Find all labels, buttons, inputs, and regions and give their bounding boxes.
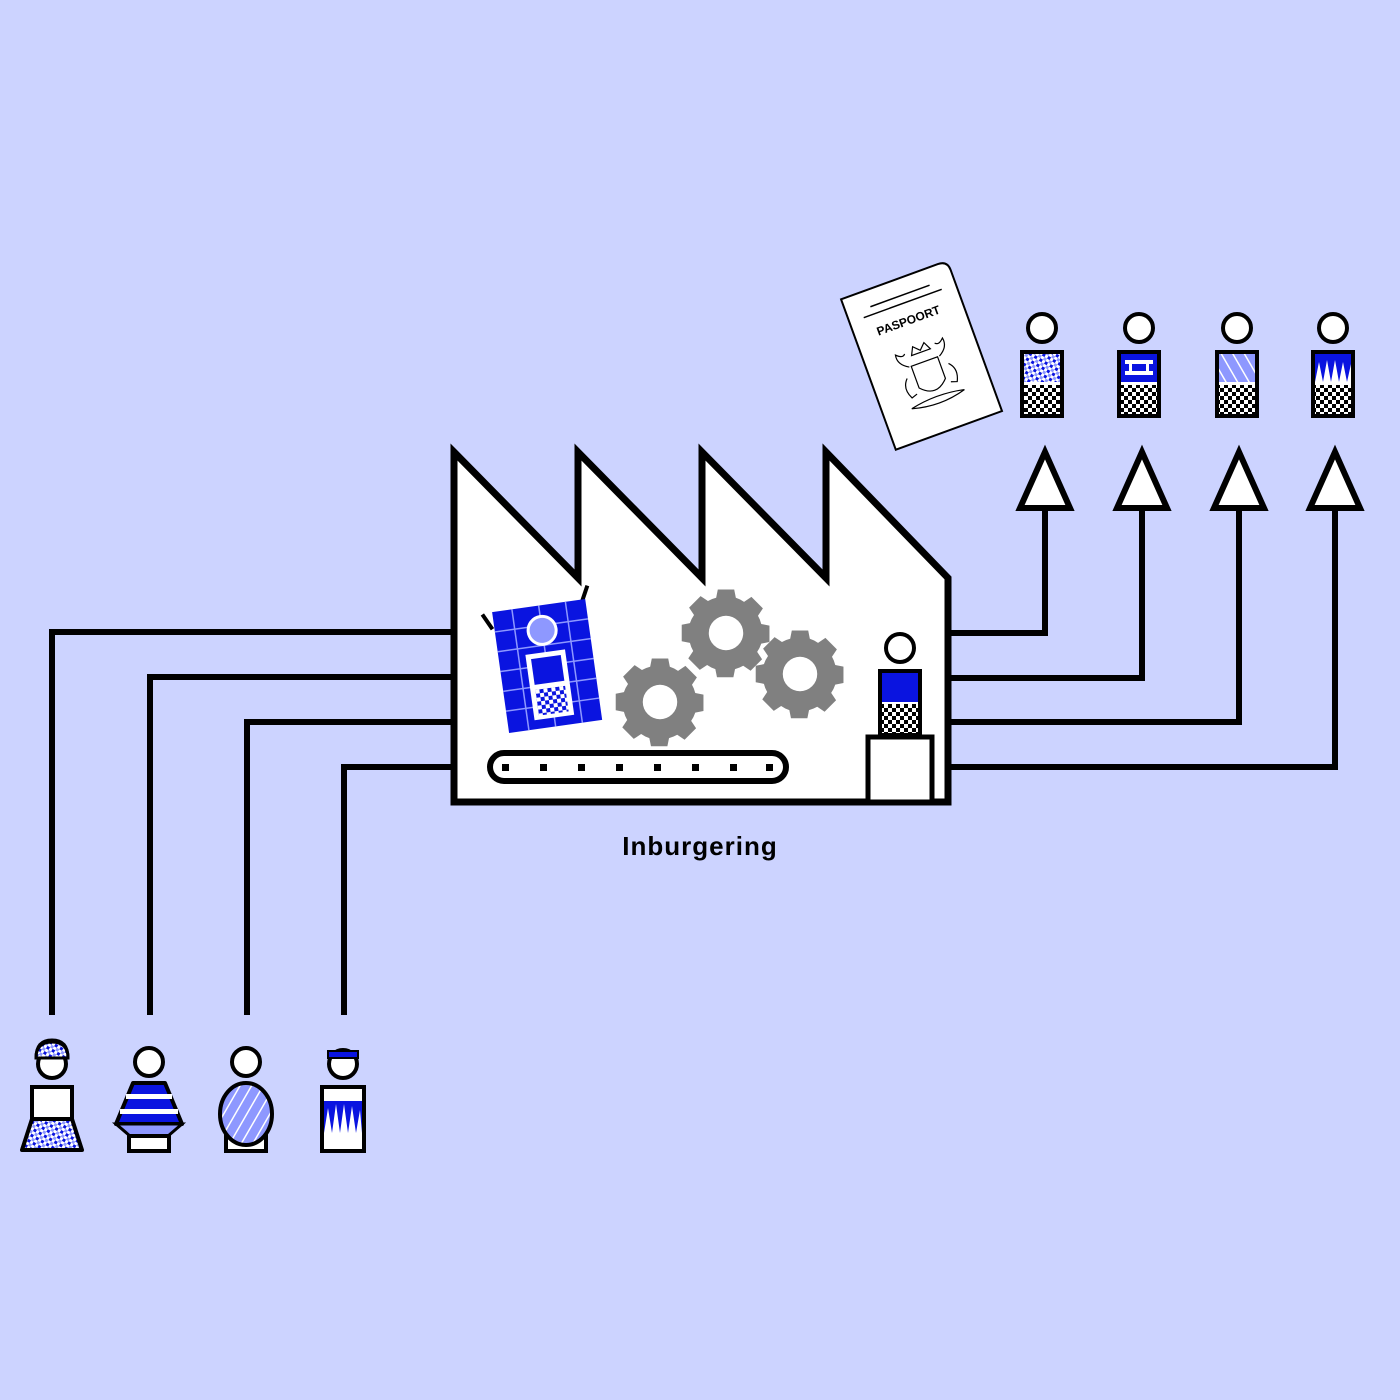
person-icon	[20, 1038, 84, 1152]
input-line-1	[49, 629, 452, 1015]
person-icon	[1311, 312, 1355, 418]
person-icon	[218, 1046, 274, 1153]
person-icon	[1117, 312, 1161, 418]
output-people	[1020, 312, 1355, 418]
coat-of-arms-icon	[894, 336, 965, 410]
factory-label: Inburgering	[622, 831, 777, 861]
input-line-3	[244, 719, 452, 1015]
arrow-up-icon	[1112, 444, 1172, 511]
output-line-3	[950, 505, 1242, 725]
worker-person-icon	[865, 632, 935, 805]
arrow-up-icon	[1015, 444, 1075, 511]
arrow-up-icon	[1305, 444, 1365, 511]
person-icon	[1215, 312, 1259, 418]
person-icon	[320, 1048, 366, 1153]
poster-icon	[480, 584, 603, 733]
output-lines	[950, 505, 1338, 770]
input-line-4	[341, 764, 452, 1015]
input-lines	[49, 629, 452, 1015]
conveyor-belt-icon	[487, 750, 789, 784]
output-line-2	[950, 505, 1145, 681]
output-arrows	[1015, 444, 1365, 511]
factory-icon	[450, 443, 952, 806]
person-icon	[1020, 312, 1064, 418]
input-people	[20, 1038, 366, 1153]
arrow-up-icon	[1209, 444, 1269, 511]
passport-icon: PASPOORT	[839, 262, 1004, 451]
output-line-1	[950, 505, 1048, 636]
person-icon	[111, 1046, 187, 1153]
output-line-4	[950, 505, 1338, 770]
input-line-2	[147, 674, 452, 1015]
